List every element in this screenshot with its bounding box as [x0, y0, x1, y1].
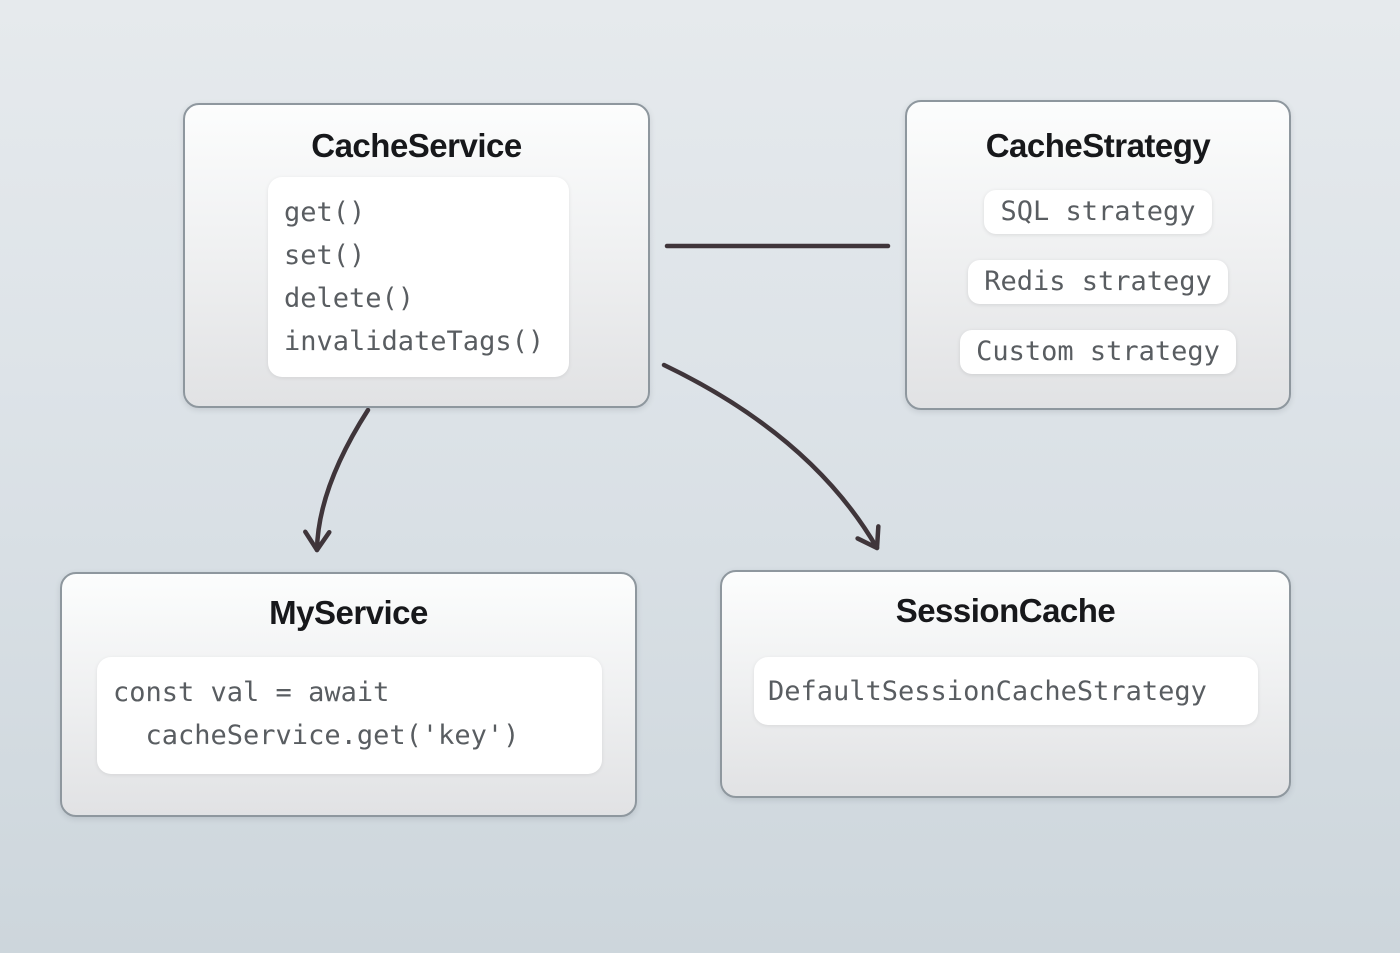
session-cache-title: SessionCache — [895, 592, 1116, 629]
pill-custom-strategy: Custom strategy — [960, 330, 1236, 374]
method-get: get() — [284, 197, 366, 228]
cache-strategy-title: CacheStrategy — [985, 127, 1211, 164]
pill-redis-strategy: Redis strategy — [968, 260, 1228, 304]
code-line-cacheservice-get: cacheService.get('key') — [113, 720, 520, 751]
cache-service-methods-panel: get() set() delete() invalidateTags() — [268, 177, 569, 377]
edge-cacheservice-to-sessioncache-arrow — [661, 362, 881, 551]
method-delete: delete() — [284, 283, 415, 314]
my-service-title: MyService — [269, 594, 428, 631]
pill-sql-strategy: SQL strategy — [984, 190, 1212, 234]
strategy-pill-stack: SQL strategy Redis strategy Custom strat… — [907, 190, 1289, 374]
node-my-service: MyService const val = await cacheService… — [60, 572, 637, 817]
node-cache-service: CacheService get() set() delete() invali… — [183, 103, 650, 408]
node-session-cache: SessionCache DefaultSessionCacheStrategy — [720, 570, 1291, 798]
method-set: set() — [284, 240, 366, 271]
method-invalidate-tags: invalidateTags() — [284, 326, 545, 357]
node-cache-strategy: CacheStrategy SQL strategy Redis strateg… — [905, 100, 1291, 410]
default-session-cache-strategy-label: DefaultSessionCacheStrategy — [768, 675, 1207, 707]
session-cache-strategy-panel: DefaultSessionCacheStrategy — [754, 657, 1258, 725]
cache-service-title: CacheService — [311, 127, 522, 164]
edge-cacheservice-to-myservice-arrow — [303, 407, 371, 553]
code-line-const-await: const val = await — [113, 677, 390, 708]
my-service-code-panel: const val = await cacheService.get('key'… — [97, 657, 602, 774]
